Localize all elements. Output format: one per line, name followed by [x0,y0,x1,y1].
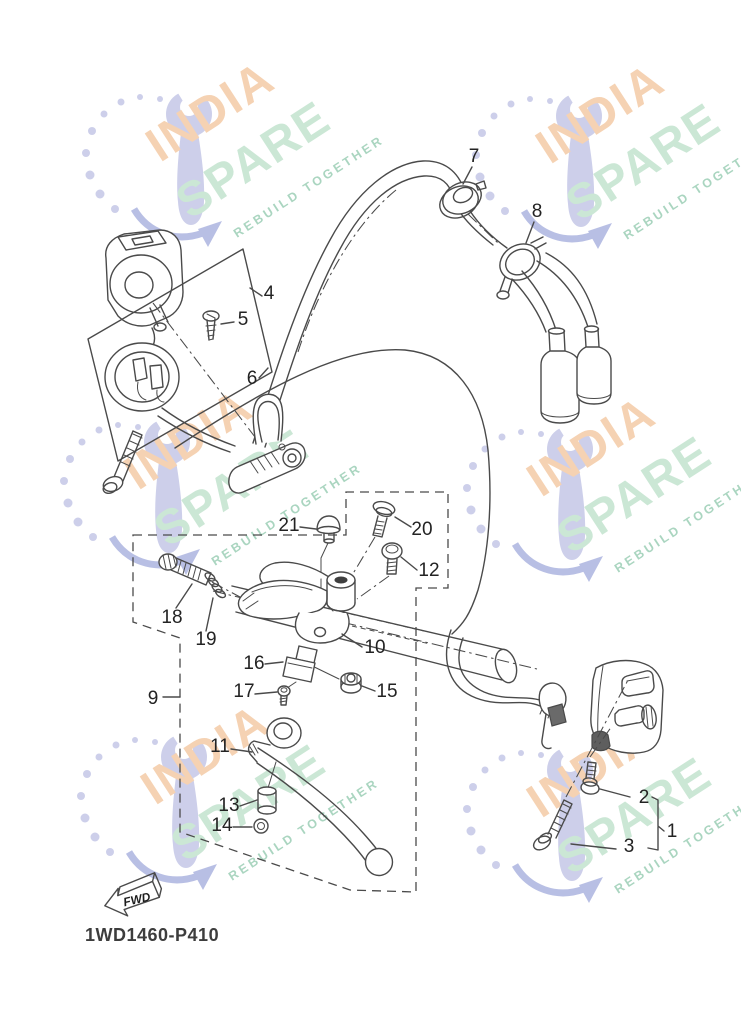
watermark [82,51,386,247]
rubber-boot-right [536,252,612,405]
callout-9: 9 [148,688,159,709]
callout-13: 13 [218,795,239,816]
callout-11: 11 [210,736,230,757]
callout-10: 10 [364,637,385,658]
callout-7: 7 [469,146,480,167]
wire-coil [104,342,180,412]
switch-block-16 [282,645,318,683]
leader-axis-20 [350,536,376,578]
callout-4: 4 [264,283,275,304]
fwd-label: FWD [122,889,152,909]
cap-21 [316,515,341,544]
callout-8: 8 [532,201,543,222]
screw-3 [532,799,573,851]
o-ring-14 [253,818,269,834]
leader-axis-12 [356,575,390,600]
cable-bracket-6 [228,393,306,494]
bolt-12 [381,542,403,575]
rubber-boot-left [511,270,580,424]
callout-2: 2 [639,787,650,808]
callout-1: 1 [667,821,678,842]
left-switch-assembly [104,229,184,412]
lever-holder-10 [237,561,356,644]
grommet-7 [439,180,487,219]
callout-labels: 1 2 3 4 5 6 7 8 9 10 11 12 13 14 15 16 1… [148,146,678,857]
callout-16: 16 [243,653,264,674]
callout-14: 14 [211,815,233,836]
callout-5: 5 [238,309,249,330]
watermark [77,694,381,890]
leader-10 [341,633,363,648]
bolt-long-left [102,430,143,494]
callout-20: 20 [411,519,432,540]
bushing-13 [257,786,277,815]
watermark [463,386,741,582]
screw-20 [372,500,396,538]
spade-terminal [149,364,164,390]
screw-2 [580,761,600,795]
group-outline-9 [132,491,449,893]
callout-15: 15 [376,681,397,702]
clutch-lever-11 [247,717,394,877]
wire-to-connector-coil [157,407,236,453]
watermark [472,53,741,249]
leader-axis-2 [589,725,613,758]
leader-axis-18-19 [211,581,241,598]
callout-leaders [162,166,665,851]
callout-21: 21 [278,515,299,536]
callout-3: 3 [624,836,635,857]
nut-15 [340,672,362,694]
fwd-arrow: FWD [104,872,163,917]
part-code: 1WD1460-P410 [85,925,219,945]
panel-axis-line [152,302,259,442]
panel-outline-4 [87,248,273,462]
clamp-8 [496,236,547,300]
spring-19 [204,572,227,599]
callout-19: 19 [195,629,216,650]
callout-17: 17 [233,681,254,702]
callout-6: 6 [247,368,258,389]
callout-18: 18 [161,607,182,628]
spade-terminal [132,357,148,382]
screw-5 [202,310,220,341]
callout-12: 12 [418,560,439,581]
screw-18 [158,553,212,586]
screw-17 [277,685,291,706]
